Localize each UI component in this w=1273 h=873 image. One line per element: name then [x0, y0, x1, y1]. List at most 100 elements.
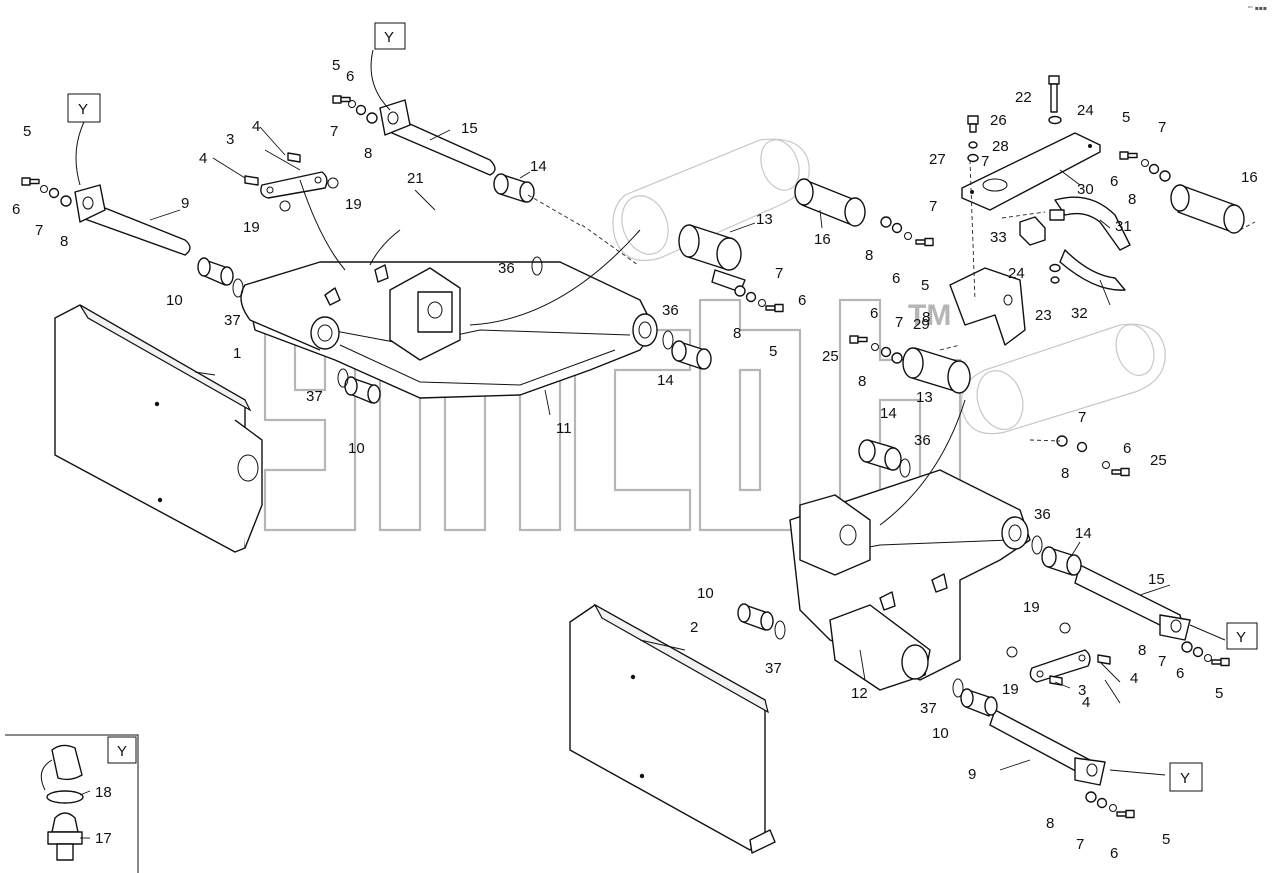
part-3-link-bottom — [1006, 622, 1111, 686]
svg-text:Y: Y — [1180, 770, 1190, 787]
part-11-arm-frame-upper — [240, 261, 658, 399]
y-tag-top-left: Y — [67, 93, 101, 123]
callout-4b: 4 — [199, 150, 207, 167]
callout-7c: 7 — [929, 198, 937, 215]
part-36-ring — [531, 256, 543, 276]
callout-8a: 8 — [60, 233, 68, 250]
callout-24b: 24 — [1008, 265, 1025, 282]
y-tag-bottom: Y — [1169, 762, 1203, 792]
callout-8e: 8 — [858, 373, 866, 390]
leader-lines — [79, 126, 1171, 839]
callout-6e: 6 — [870, 305, 878, 322]
hole-dot — [630, 674, 636, 680]
callout-14c: 14 — [880, 405, 897, 422]
callout-10c: 10 — [697, 585, 714, 602]
callout-7j: 7 — [981, 153, 989, 170]
callout-32: 32 — [1071, 305, 1088, 322]
part-3-link-top — [244, 152, 339, 212]
part-17-nipple — [51, 812, 79, 833]
part-14-bushing-b — [671, 340, 712, 370]
part-13-bushing-flanged-right — [902, 347, 971, 394]
callout-6i: 6 — [1110, 845, 1118, 862]
part-10-bushing-d — [960, 688, 998, 717]
part-19-clip — [327, 177, 339, 189]
detail-y-box — [5, 734, 139, 873]
callout-14d: 14 — [1075, 525, 1092, 542]
reference-y-tags: Y Y Y Y Y — [67, 22, 1258, 792]
callout-7a: 7 — [35, 222, 43, 239]
ghost-cylinder-right — [960, 323, 1166, 435]
callout-5f: 5 — [1215, 685, 1223, 702]
callout-29: 29 — [913, 316, 930, 333]
part-32-clamp-lower — [1059, 249, 1126, 291]
callout-9b: 9 — [968, 766, 976, 783]
part-9-pin-bottom — [989, 709, 1106, 786]
callout-8i: 8 — [1046, 815, 1054, 832]
callout-8c: 8 — [865, 247, 873, 264]
hole-dot — [154, 401, 160, 407]
part-19-clip — [1059, 622, 1071, 634]
part-18-cap — [51, 744, 83, 781]
part-30-plate — [961, 132, 1101, 211]
part-15-pin-right — [1074, 564, 1191, 641]
callout-labels: 1 2 3 3 4 4 4 4 5 5 5 5 5 5 5 6 6 6 6 6 … — [12, 57, 1258, 862]
callout-7g: 7 — [1078, 409, 1086, 426]
part-9-pin-left — [74, 184, 191, 256]
part-10-bushing-a — [197, 257, 234, 286]
part-31-clamp-upper — [1049, 196, 1131, 251]
callout-3b: 3 — [1078, 682, 1086, 699]
part-37-ring — [774, 620, 786, 640]
part-22-bolt — [1048, 75, 1060, 113]
callout-21: 21 — [407, 170, 424, 187]
callout-6a: 6 — [12, 201, 20, 218]
callout-15a: 15 — [461, 120, 478, 137]
callout-30: 30 — [1077, 181, 1094, 198]
callout-25a: 25 — [822, 348, 839, 365]
callout-5a: 5 — [23, 123, 31, 140]
callout-10d: 10 — [932, 725, 949, 742]
callout-15b: 15 — [1148, 571, 1165, 588]
part-4-pin — [287, 152, 301, 163]
part-1-plate-left — [54, 304, 263, 553]
assembly-arrows — [75, 49, 1226, 776]
callout-7d: 7 — [775, 265, 783, 282]
callout-36d: 36 — [1034, 506, 1051, 523]
callout-22: 22 — [1015, 89, 1032, 106]
callout-14a: 14 — [530, 158, 547, 175]
callout-7e: 7 — [895, 314, 903, 331]
callout-24a: 24 — [1077, 102, 1094, 119]
part-10-bushing-c — [737, 603, 774, 631]
part-14-bushing-a — [493, 173, 535, 203]
part-4-pin — [1097, 654, 1111, 665]
part-16-bushing-b — [1170, 184, 1245, 234]
y-tag-detail: Y — [107, 736, 137, 764]
svg-text:Y: Y — [384, 29, 394, 46]
part-16-bushing-a — [794, 178, 866, 227]
callout-7f: 7 — [1158, 119, 1166, 136]
callout-37a: 37 — [224, 312, 241, 329]
part-37-ring — [232, 278, 244, 298]
part-37-ring — [952, 678, 964, 698]
callout-26: 26 — [990, 112, 1007, 129]
callout-5c: 5 — [921, 277, 929, 294]
callout-10b: 10 — [348, 440, 365, 457]
callout-33: 33 — [990, 229, 1007, 246]
part-37-ring — [337, 368, 349, 388]
svg-text:Y: Y — [117, 743, 127, 760]
svg-text:Y: Y — [78, 101, 88, 118]
part-12-arm-frame-lower — [789, 469, 1031, 691]
callout-28: 28 — [992, 138, 1009, 155]
part-4-pin — [244, 175, 259, 186]
callout-6g: 6 — [1123, 440, 1131, 457]
part-36-ring — [899, 458, 911, 478]
hole-dot — [639, 773, 645, 779]
callout-5b: 5 — [332, 57, 340, 74]
callout-3a: 3 — [226, 131, 234, 148]
callout-8b: 8 — [364, 145, 372, 162]
part-13-bushing-flanged-top — [678, 224, 746, 293]
callout-7h: 7 — [1158, 653, 1166, 670]
callout-25b: 25 — [1150, 452, 1167, 469]
callout-19c: 19 — [1023, 599, 1040, 616]
callout-4d: 4 — [1082, 694, 1090, 711]
callout-14b: 14 — [657, 372, 674, 389]
